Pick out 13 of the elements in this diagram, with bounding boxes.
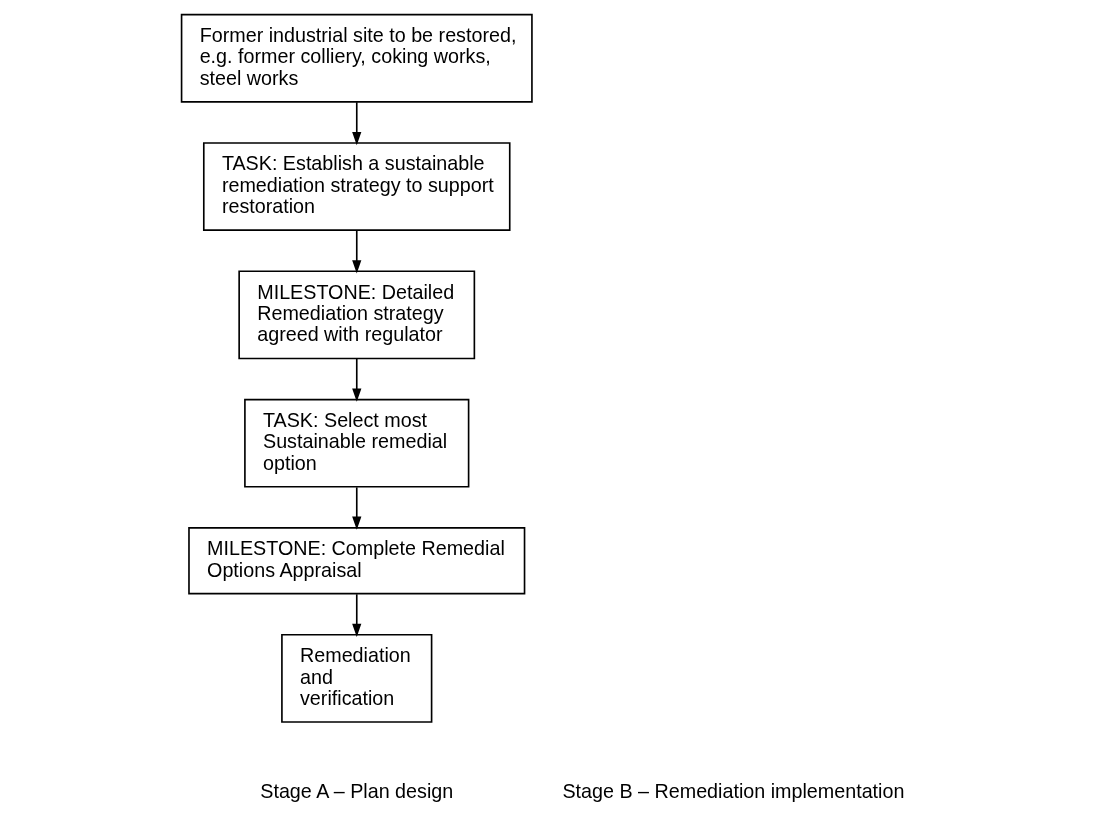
node-box: MILESTONE: Complete Remedial Options Appraisal: [187, 527, 525, 595]
arrow: [351, 101, 361, 146]
node-box: TASK: Select most Sustainable remedial option: [243, 398, 469, 488]
node-box: Remediation and verification: [280, 633, 432, 723]
label: Stage A – Plan design: [259, 779, 453, 802]
arrow: [351, 229, 361, 274]
arrow: [351, 486, 361, 530]
arrow: [351, 358, 361, 402]
label: Stage B – Remediation implementation: [561, 779, 904, 802]
node-box: Former industrial site to be restored, e.g. former colliery, coking works, steel works: [180, 13, 533, 103]
node-box: MILESTONE: Detailed Remediation strategy agreed with regulator: [237, 270, 475, 360]
node-box: TASK: Establish a sustainable remediation strategy to support restoration: [202, 142, 511, 231]
arrow: [351, 593, 361, 637]
